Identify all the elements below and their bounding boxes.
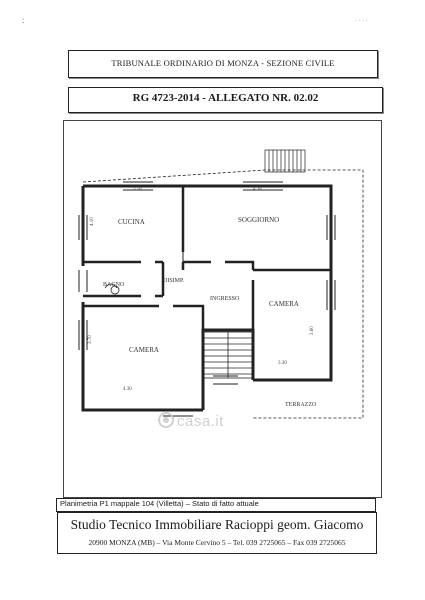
dimension-label: 4.30 <box>123 387 132 392</box>
studio-address: 20900 MONZA (MB) – Via Monte Cervino 5 –… <box>88 538 346 547</box>
studio-box: Studio Tecnico Immobiliare Racioppi geom… <box>57 512 377 554</box>
dimension-label: 4.10 <box>90 217 95 226</box>
court-header-box: TRIBUNALE ORDINARIO DI MONZA - SEZIONE C… <box>68 50 378 78</box>
caption-box: Planimetria P1 mappale 104 (Villetta) – … <box>56 498 376 512</box>
plan-caption: Planimetria P1 mappale 104 (Villetta) – … <box>60 499 259 508</box>
external-stair <box>264 149 306 173</box>
case-title: RG 4723-2014 - ALLEGATO NR. 02.02 <box>132 92 319 104</box>
studio-name: Studio Tecnico Immobiliare Racioppi geom… <box>70 517 364 532</box>
dimension-label: 3.58 <box>133 187 142 192</box>
dimension-label: 3.60 <box>310 326 315 335</box>
room-label-camera-2: CAMERA <box>129 346 159 354</box>
dimension-label: 3.70 <box>88 335 93 344</box>
room-label-terrazzo: TERRAZZO <box>285 402 317 408</box>
watermark-text: casa.it <box>177 413 224 430</box>
internal-walls <box>83 186 331 330</box>
room-label-disimpegno: DISIMP. <box>163 278 185 284</box>
room-label-soggiorno: SOGGIORNO <box>238 216 279 224</box>
casa-logo-icon <box>158 412 174 428</box>
bathroom-fixtures <box>104 283 120 295</box>
room-label-ingresso: INGRESSO <box>210 296 240 302</box>
room-label-bagno: BAGNO <box>103 282 125 288</box>
scan-speck: · · · · <box>355 18 368 24</box>
terrace-outline <box>82 169 364 419</box>
room-label-camera-1: CAMERA <box>269 300 299 308</box>
floor-plan: CUCINA SOGGIORNO DISIMP. BAGNO INGRESSO … <box>78 149 364 419</box>
room-label-cucina: CUCINA <box>118 218 145 226</box>
dimension-label: 4.38 <box>253 187 262 192</box>
scan-speck: : <box>22 15 25 25</box>
dimension-label: 3.30 <box>278 361 287 366</box>
court-header: TRIBUNALE ORDINARIO DI MONZA - SEZIONE C… <box>111 58 335 68</box>
floor-plan-frame <box>63 120 382 498</box>
case-title-box: RG 4723-2014 - ALLEGATO NR. 02.02 <box>68 87 383 113</box>
internal-stair <box>203 331 253 379</box>
external-walls <box>81 184 333 412</box>
watermark: casa.it <box>158 412 224 430</box>
